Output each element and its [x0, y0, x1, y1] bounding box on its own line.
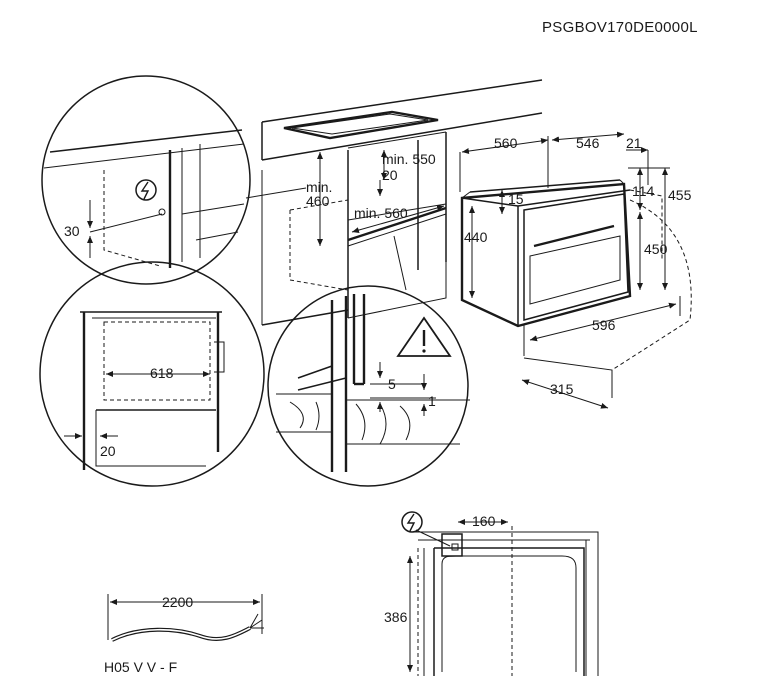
dim-386: 386	[384, 609, 408, 625]
detail-circle-section	[267, 235, 470, 487]
dim-618: 618	[150, 365, 174, 381]
dim-560: 560	[494, 135, 518, 151]
power-cable	[107, 594, 264, 642]
detail-circle-cutout	[39, 261, 265, 487]
warning-icon	[396, 316, 452, 357]
dim-20-top: 20	[382, 167, 398, 183]
dim-min-560: min. 560	[354, 205, 408, 221]
hob	[283, 110, 439, 140]
dim-1: 1	[428, 393, 436, 409]
dim-15: 15	[508, 191, 524, 207]
cable-type-label: H05 V V - F	[104, 659, 177, 675]
detail-circle-connection	[41, 75, 307, 285]
dim-2200: 2200	[162, 594, 193, 610]
dim-20-bottom: 20	[100, 443, 116, 459]
dim-min-460-a: min.	[306, 179, 332, 195]
dimension-labels: 560 546 21 min. 550 20 min. 460 min. 560…	[64, 135, 692, 675]
dim-546: 546	[576, 135, 600, 151]
dim-21: 21	[626, 135, 642, 151]
dim-30: 30	[64, 223, 80, 239]
electric-connection-icon	[135, 179, 157, 201]
dim-160: 160	[472, 513, 496, 529]
oven-front-view	[407, 519, 599, 676]
model-code: PSGBOV170DE0000L	[542, 19, 698, 36]
dim-596: 596	[592, 317, 616, 333]
electric-connection-icon-front	[401, 511, 423, 533]
dim-114: 114	[632, 183, 655, 199]
cabinet-perspective	[261, 79, 543, 326]
dim-min-550: min. 550	[382, 151, 436, 167]
dim-440: 440	[464, 229, 488, 245]
dim-min-460-b: 460	[306, 193, 330, 209]
dim-315: 315	[550, 381, 574, 397]
dim-455: 455	[668, 187, 692, 203]
dim-450: 450	[644, 241, 668, 257]
oven-perspective	[459, 131, 692, 409]
dim-5: 5	[388, 376, 396, 392]
